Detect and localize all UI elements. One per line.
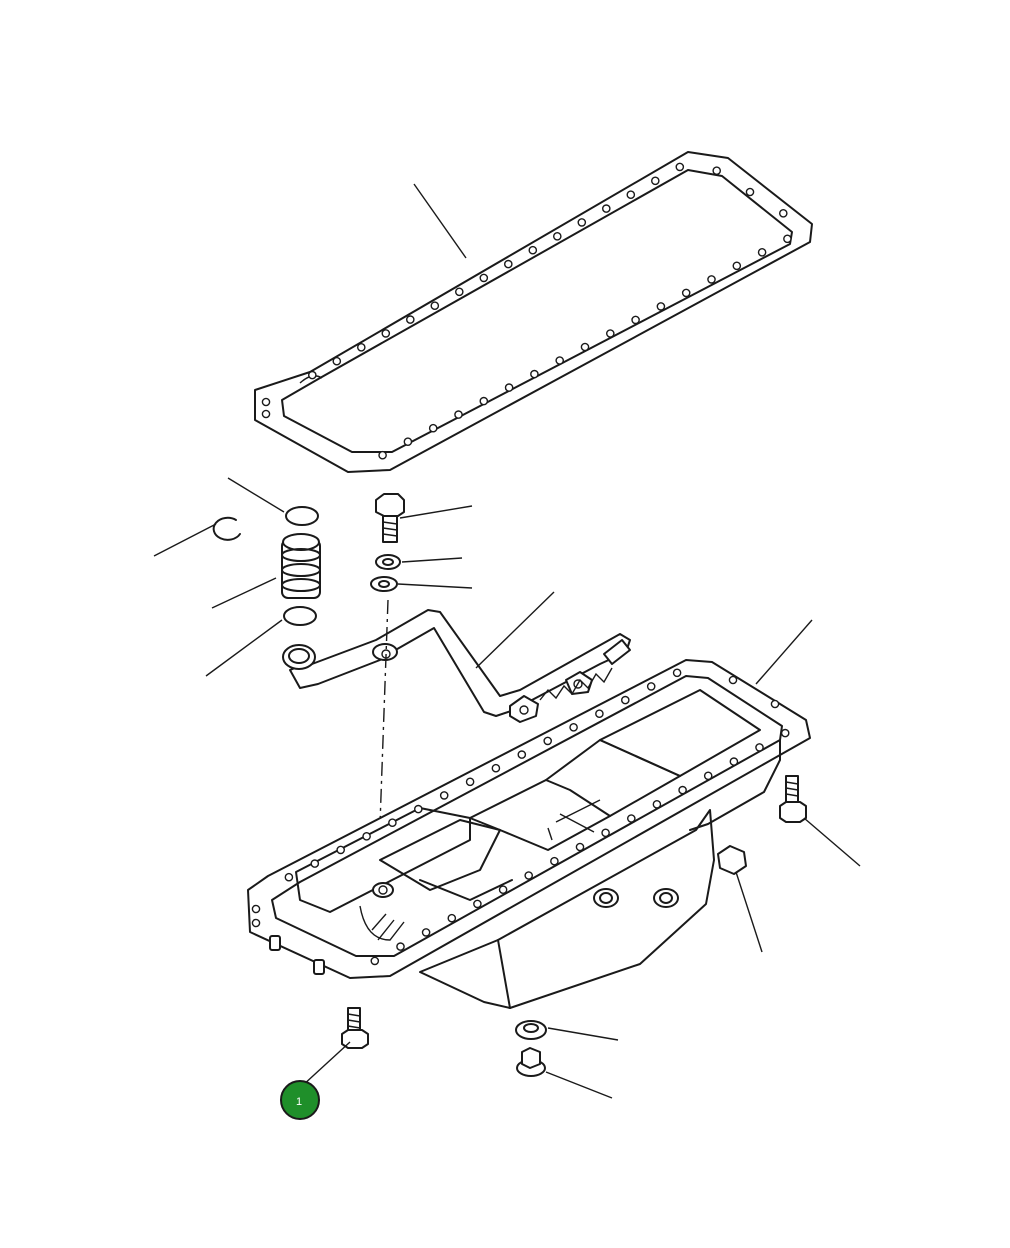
pan-bolt-hole — [621, 695, 630, 705]
pan-bolt-hole — [491, 763, 501, 773]
pan-bolt-hole — [310, 859, 320, 868]
pan-bolt-hole — [439, 791, 449, 800]
gasket-bolt-hole — [626, 190, 636, 199]
o-ring-lower[interactable] — [283, 606, 317, 626]
pan-bolt-hole — [396, 942, 405, 951]
pan-bolt-hole — [517, 750, 527, 759]
drain-plug-washer[interactable] — [515, 1020, 547, 1040]
pan-bolt-hole — [646, 682, 656, 691]
gasket-bolt-hole — [332, 356, 342, 366]
pan-mounting-bolt[interactable] — [341, 1007, 369, 1049]
pan-bolt-hole — [524, 871, 534, 880]
gasket-bolt-hole — [783, 234, 792, 244]
gasket-bolt-hole — [503, 259, 513, 269]
gasket-bolt-hole — [631, 315, 640, 325]
pan-bolt-hole — [627, 814, 636, 823]
pan-bolt-hole — [447, 913, 457, 923]
gasket-bolt-hole — [707, 275, 716, 284]
gasket-bolt-hole — [553, 231, 562, 241]
assembly-axis-line — [377, 599, 389, 881]
callout-1-label: 1 — [296, 1096, 302, 1108]
gasket-bolt-hole — [675, 162, 685, 172]
gasket-bolt-hole — [479, 396, 489, 406]
gasket-bolt-hole — [403, 437, 413, 447]
gasket-bolt-hole — [651, 176, 660, 186]
pan-bolt-hole — [550, 856, 559, 866]
pan-bolt-hole — [465, 777, 475, 787]
pan-bolt-hole — [595, 709, 604, 719]
gasket-bolt-hole — [779, 208, 788, 218]
gasket-bolt-hole — [681, 288, 691, 298]
o-ring-upper[interactable] — [285, 506, 319, 526]
pan-bolt-hole — [569, 723, 578, 732]
gasket-bolt-hole — [381, 329, 391, 338]
drain-plug[interactable] — [516, 1047, 546, 1077]
pan-bolt-hole — [575, 842, 585, 852]
pan-bolt-hole — [421, 928, 431, 937]
gasket-bolt-hole — [454, 287, 464, 297]
snap-ring[interactable] — [212, 516, 241, 541]
gasket-bolt-hole — [602, 204, 611, 213]
gasket-bolt-hole — [307, 370, 317, 380]
pan-bolt-hole — [770, 699, 780, 709]
suction-sleeve[interactable] — [281, 533, 321, 599]
pan-bolt-hole — [388, 818, 397, 828]
pan-bolt-hole — [251, 904, 261, 914]
gasket-bolt-hole — [580, 342, 590, 352]
pan-bolt-hole — [601, 828, 610, 838]
pan-bolt-hole — [251, 918, 261, 928]
gasket-bolt-hole — [356, 342, 366, 352]
gasket-bolt-hole — [656, 302, 666, 311]
pan-bolt-hole — [498, 885, 508, 895]
gasket-bolt-hole — [405, 315, 415, 324]
flat-washer[interactable] — [370, 576, 398, 592]
gasket-bolt-hole — [430, 301, 440, 311]
oil-pan-gasket[interactable] — [254, 151, 813, 473]
pan-bolt-hole — [755, 743, 764, 752]
gasket-bolt-hole — [454, 410, 463, 419]
gasket-bolt-hole — [261, 409, 271, 419]
gasket-bolt-hole — [530, 369, 539, 379]
pan-bolt-hole — [728, 675, 738, 685]
pan-bolt-hole — [543, 736, 553, 746]
oil-pan[interactable] — [247, 659, 811, 1009]
callout-1-circle — [280, 1080, 320, 1120]
tube-bolt[interactable] — [375, 493, 405, 543]
pan-bolt-hole — [473, 899, 482, 909]
gasket-bolt-hole — [745, 187, 755, 197]
pan-bolt-hole — [413, 804, 423, 814]
gasket-bolt-hole — [528, 245, 538, 255]
gasket-bolt-hole — [428, 423, 438, 433]
pan-bolt-hole — [370, 956, 380, 966]
gasket-bolt-hole — [479, 273, 489, 283]
pan-bolt-hole — [284, 872, 294, 882]
pan-bolt-hole — [729, 757, 739, 766]
pan-bolt-hole — [336, 845, 346, 855]
gasket-bolt-hole — [555, 356, 565, 365]
gasket-bolt-hole — [606, 329, 615, 338]
pan-side-bolt[interactable] — [779, 775, 807, 823]
pan-plug[interactable] — [717, 845, 747, 875]
pan-bolt-hole — [703, 771, 713, 781]
lock-washer[interactable] — [375, 554, 401, 570]
pan-bolt-hole — [672, 668, 682, 678]
oil-suction-tube[interactable] — [282, 609, 631, 723]
gasket-bolt-hole — [378, 450, 387, 460]
pan-bolt-hole — [362, 832, 371, 841]
gasket-bolt-hole — [712, 166, 722, 175]
pan-bolt-hole — [780, 728, 790, 738]
pan-bolt-hole — [652, 800, 662, 809]
callout-1[interactable]: 1 — [280, 1080, 320, 1120]
gasket-bolt-hole — [504, 383, 514, 392]
gasket-bolt-hole — [757, 247, 767, 257]
pan-bolt-hole — [678, 785, 687, 795]
gasket-bolt-hole — [577, 218, 587, 227]
leader-lines — [153, 183, 861, 1099]
gasket-bolt-hole — [261, 397, 271, 407]
gasket-bolt-hole — [732, 261, 742, 271]
